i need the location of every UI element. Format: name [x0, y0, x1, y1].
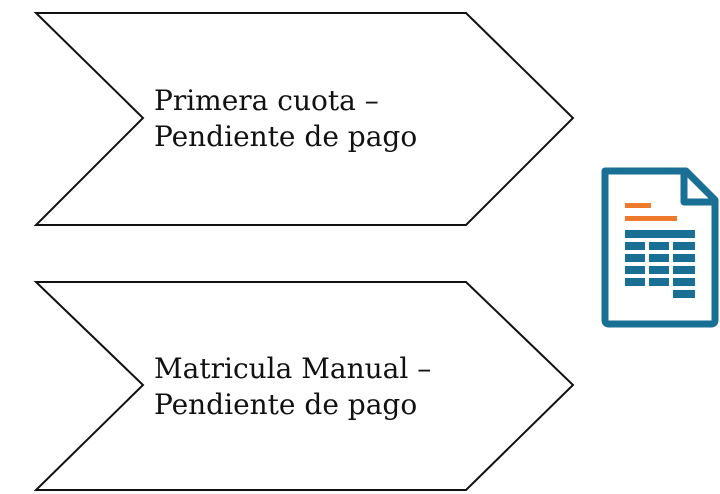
step-2-line-1: Matricula Manual –: [154, 352, 432, 385]
spreadsheet-document-icon: [601, 167, 719, 328]
step-1-word-1: Primera: [154, 84, 269, 117]
chevron-shape-1: [33, 12, 575, 226]
step-2-line-2: Pendiente de pago: [154, 388, 418, 421]
step-1-word-2: cuota: [277, 84, 356, 117]
step-1-line-2: Pendiente de pago: [154, 120, 418, 153]
step-1-label: Primera cuota – Pendiente de pago: [154, 83, 460, 155]
step-1-word-3: –: [364, 84, 379, 117]
chevron-shape-2: [33, 281, 575, 491]
step-2-label: Matricula Manual – Pendiente de pago: [154, 351, 431, 423]
step-1-line-1: Primera cuota –: [154, 83, 460, 119]
